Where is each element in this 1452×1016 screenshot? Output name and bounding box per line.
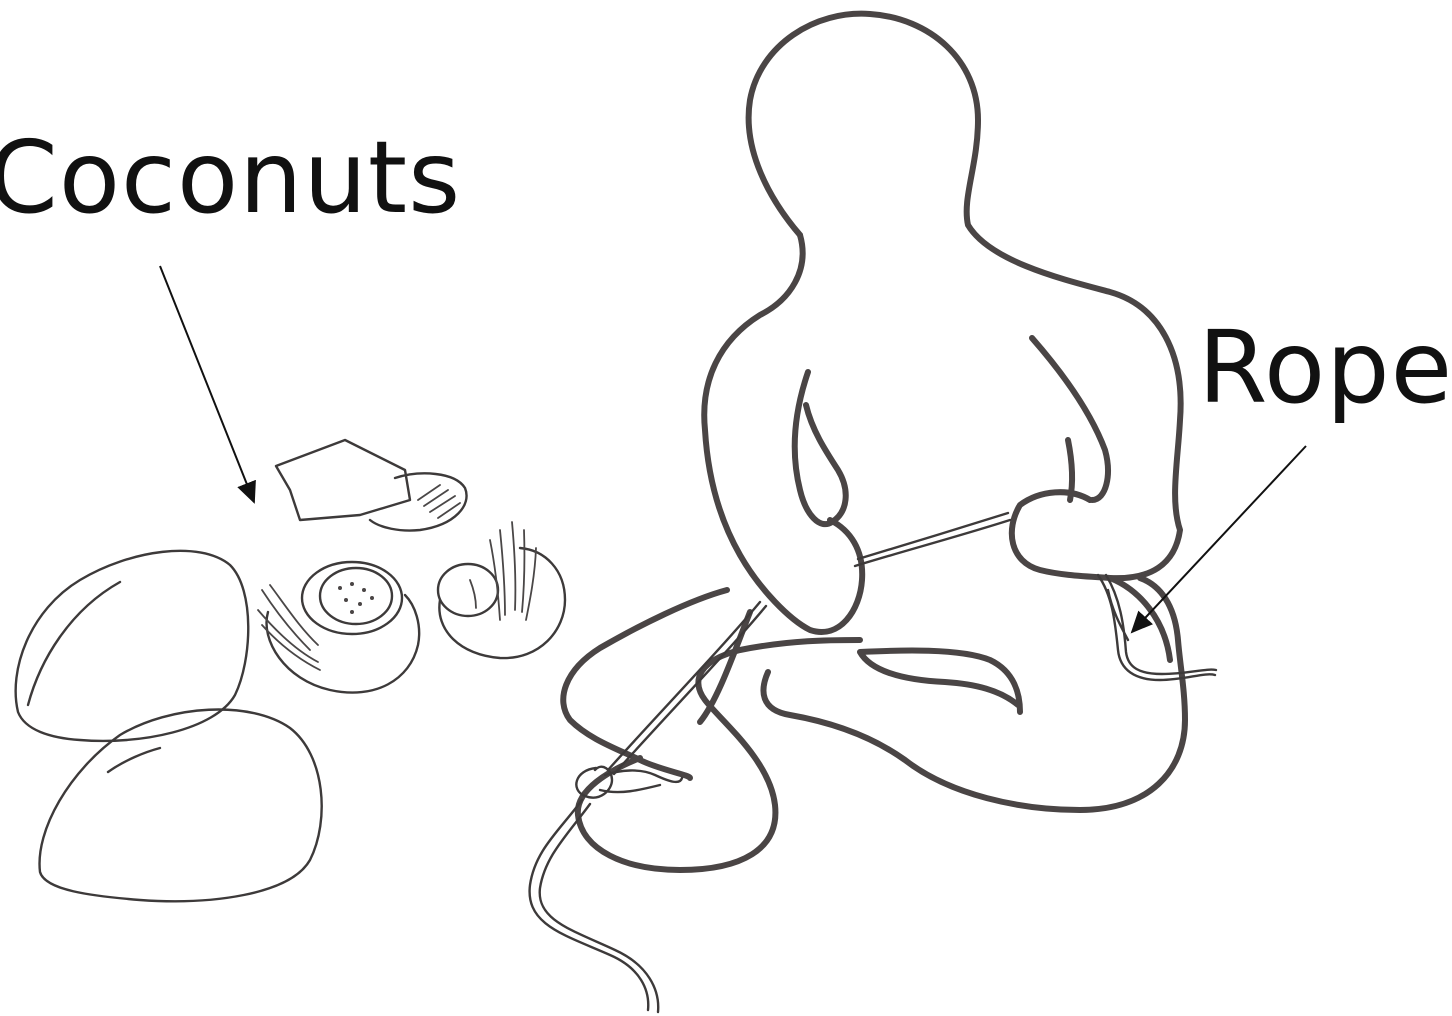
coconut-half-right-opening	[438, 564, 498, 616]
person-left-leg	[563, 590, 750, 778]
coconut-half-right-fibres	[470, 522, 536, 620]
coconut-half-shell	[267, 595, 420, 693]
coconut-whole-large	[16, 551, 249, 741]
coconut-husk-piece-2	[370, 473, 467, 530]
person-left-arm-inner	[795, 372, 846, 524]
rope-label: Rope	[1198, 318, 1452, 418]
coconut-husk-piece	[276, 440, 410, 520]
coconut-flesh-dots	[338, 582, 374, 614]
coconut-whole-large-ridge	[28, 582, 120, 705]
coconuts-arrow	[160, 266, 254, 502]
person-left-side	[704, 235, 862, 632]
person-back-fold	[1068, 440, 1072, 500]
rope-loose-end-left	[530, 800, 659, 1012]
rope-arrow	[1132, 446, 1306, 632]
coconut-whole-bottom-highlight	[108, 748, 160, 772]
coconut-half-flesh-inner	[320, 568, 392, 624]
coconut-husk-fibres	[418, 485, 460, 518]
coconuts	[16, 440, 565, 901]
person-lap-fold	[860, 650, 1020, 712]
coconuts-label: Coconuts	[0, 128, 461, 228]
seated-person	[563, 14, 1185, 870]
rope-between-hands	[855, 513, 1010, 566]
coconut-whole-bottom	[40, 710, 322, 902]
person-body-outline	[749, 14, 1181, 578]
